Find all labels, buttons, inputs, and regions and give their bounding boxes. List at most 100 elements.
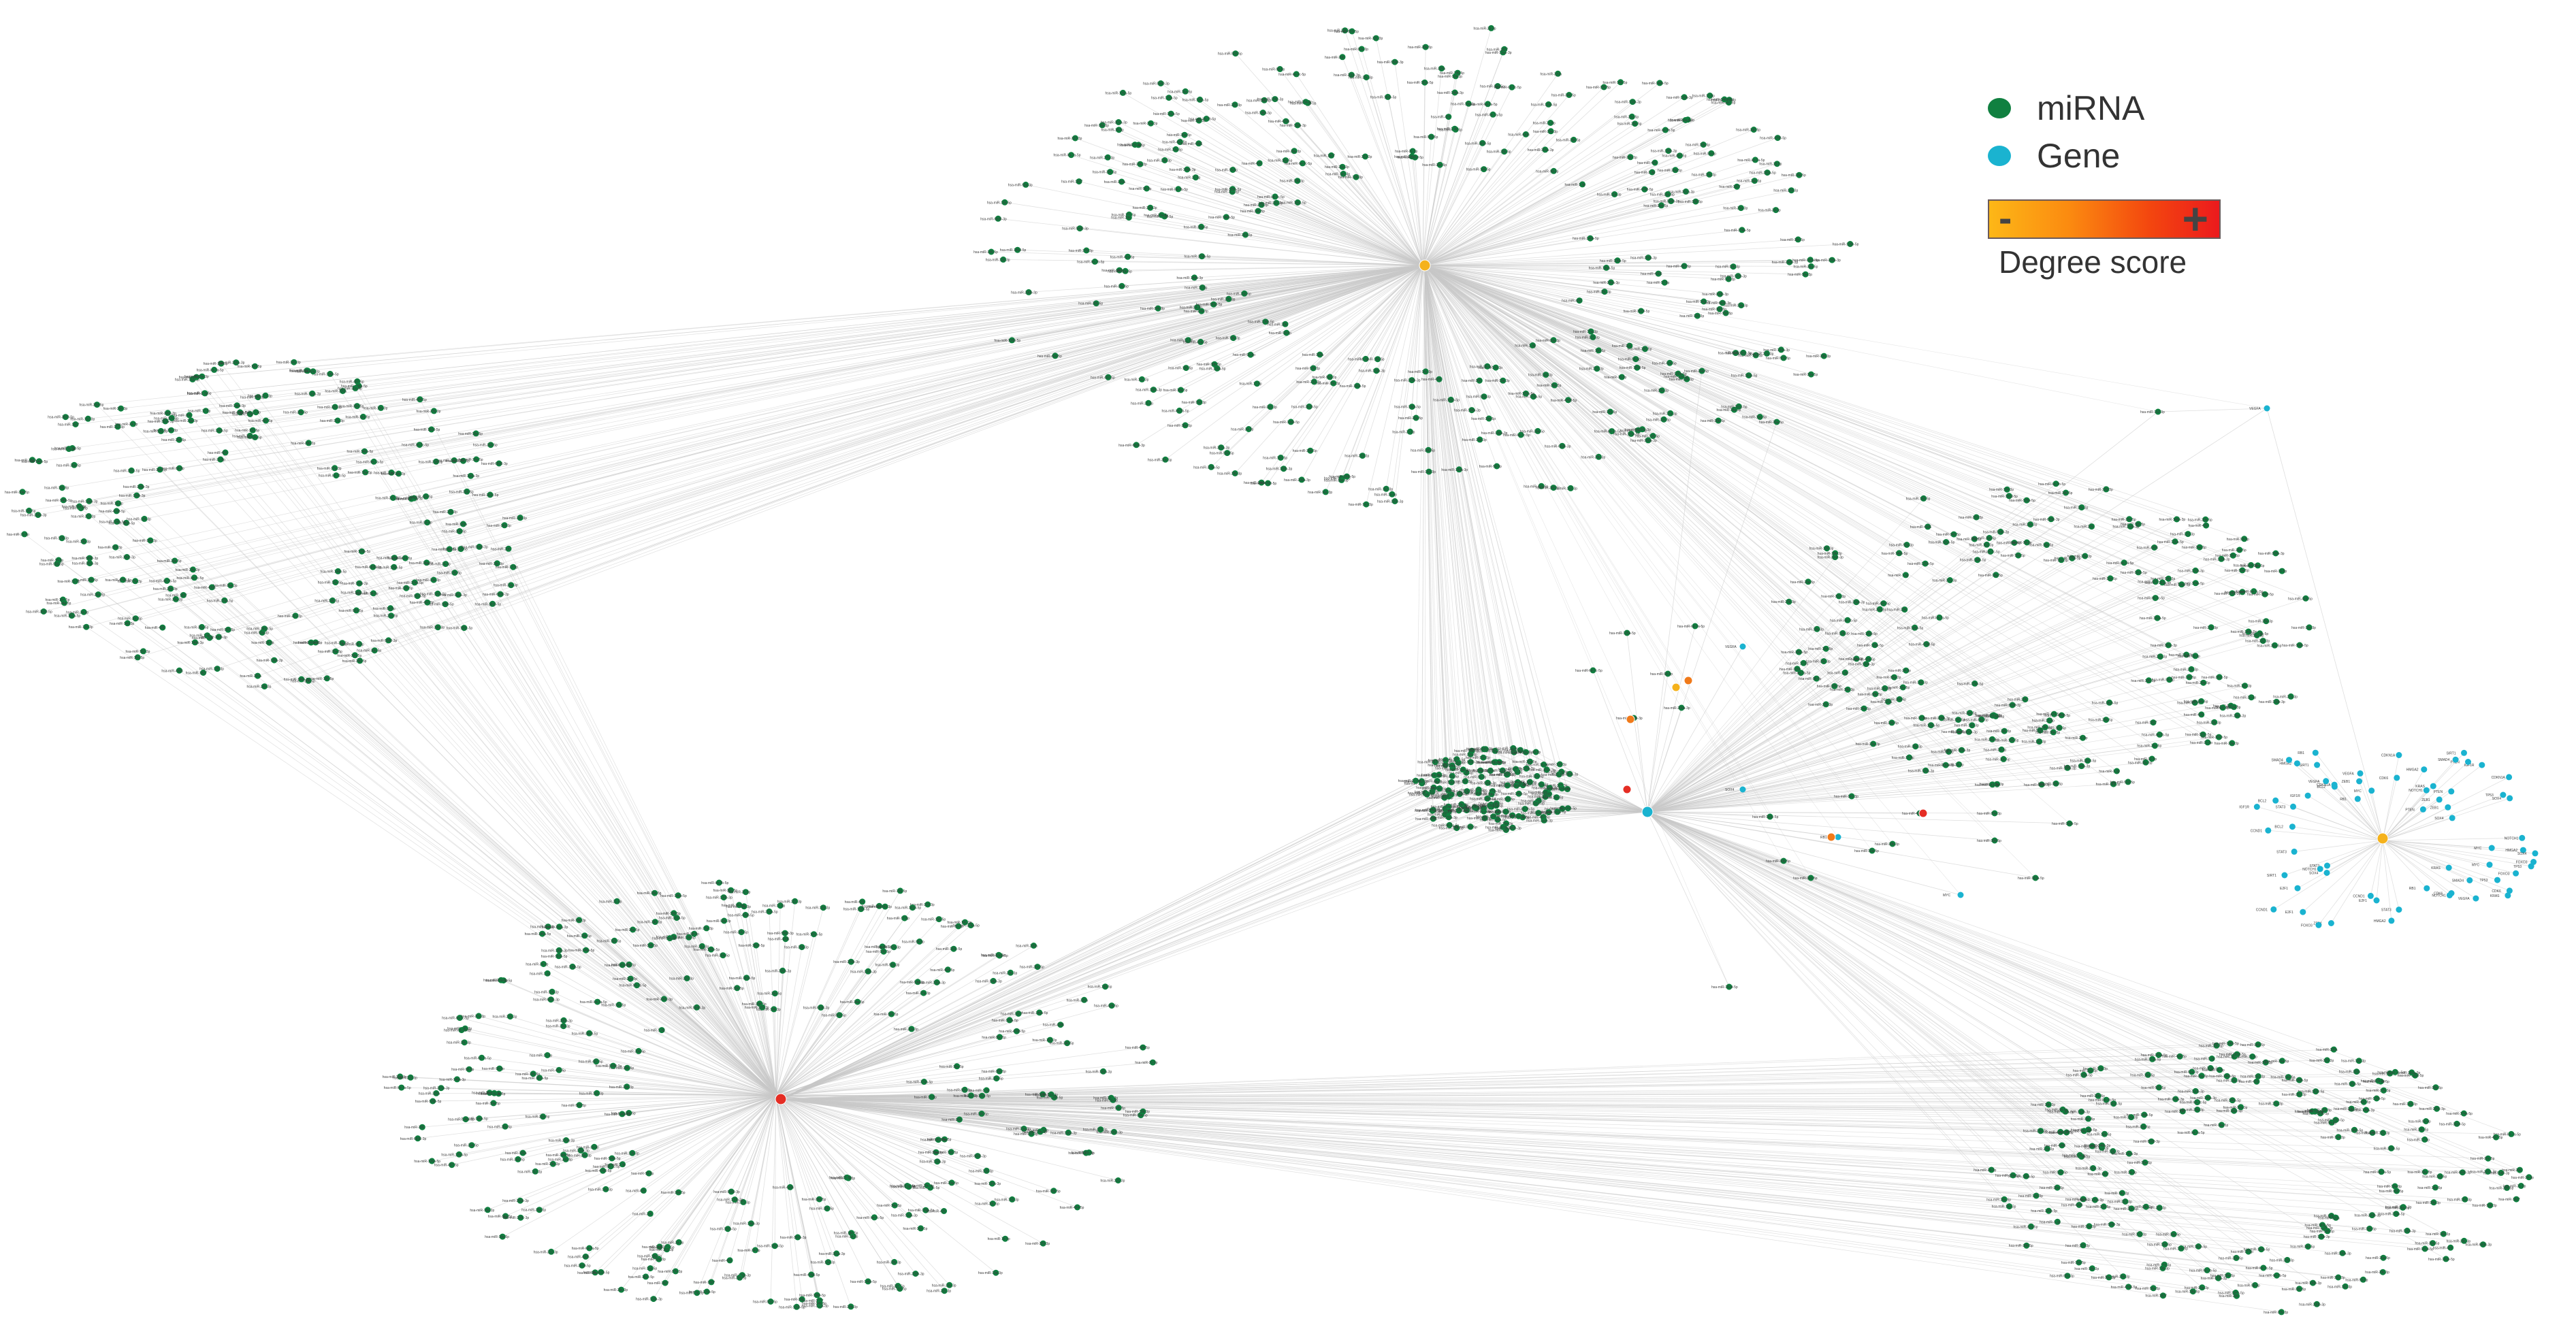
edge	[1365, 265, 1423, 359]
node-label: hsa-miR-301a-3p	[1528, 148, 1554, 152]
edge	[450, 265, 1426, 512]
edge	[1647, 811, 2236, 1293]
hub-node-bottom-left[interactable]	[775, 1093, 787, 1105]
gene-node[interactable]	[2507, 795, 2513, 802]
gene-node[interactable]	[2465, 759, 2471, 765]
gene-node[interactable]	[2357, 770, 2364, 777]
gene-node[interactable]	[2286, 757, 2292, 764]
gene-node[interactable]	[2293, 760, 2300, 767]
gene-node[interactable]	[2506, 774, 2513, 781]
edge	[217, 265, 1426, 669]
gene-node[interactable]	[2294, 885, 2301, 892]
gene-node[interactable]	[2445, 864, 2452, 871]
gene-node[interactable]	[2264, 405, 2270, 412]
gene-node[interactable]	[2452, 756, 2459, 763]
gene-node[interactable]	[2396, 906, 2402, 913]
edge	[775, 972, 1011, 1096]
node-label: hsa-miR-200c-3p	[647, 998, 673, 1002]
gene-node[interactable]	[2270, 906, 2277, 913]
gene-node[interactable]	[2388, 917, 2395, 924]
gene-node[interactable]	[2265, 827, 2272, 834]
gene-node[interactable]	[2445, 804, 2451, 811]
gene-node[interactable]	[2323, 870, 2330, 876]
gene-node[interactable]	[2436, 796, 2443, 803]
gene-node[interactable]	[2289, 823, 2296, 830]
gene-node[interactable]	[2272, 797, 2279, 804]
edge	[422, 1095, 777, 1128]
gene-node[interactable]	[2448, 788, 2455, 795]
gene-node[interactable]	[2421, 766, 2428, 773]
gene-node[interactable]	[2430, 783, 2436, 789]
gene-node[interactable]	[2314, 762, 2321, 768]
gene-node[interactable]	[2354, 796, 2361, 802]
gene-node[interactable]	[2356, 778, 2363, 785]
gene-node[interactable]	[2368, 787, 2375, 794]
gene-node[interactable]	[2466, 877, 2473, 883]
degree-hub-node[interactable]	[1671, 683, 1681, 692]
node-label: hsa-miR-150-5p	[238, 365, 262, 369]
degree-hub-node[interactable]	[1622, 785, 1632, 794]
gene-node[interactable]	[2367, 892, 2374, 899]
hub-node-gene-cluster[interactable]	[2377, 832, 2389, 845]
gene-node[interactable]	[1739, 643, 1746, 650]
node-label: hsa-miR-20a-5p	[1790, 581, 1815, 585]
degree-hub-node[interactable]	[1918, 808, 1928, 818]
edge	[481, 1057, 777, 1096]
gene-node[interactable]	[2519, 834, 2526, 841]
gene-node[interactable]	[2506, 887, 2513, 894]
gene-node[interactable]	[2331, 783, 2338, 790]
gene-node[interactable]	[2304, 792, 2311, 799]
gene-node[interactable]	[2315, 921, 2322, 928]
edge	[1647, 762, 2146, 813]
degree-hub-node[interactable]	[1826, 832, 1836, 842]
gene-node[interactable]	[2479, 762, 2485, 768]
node-label: hsa-miR-98-5p	[356, 592, 379, 596]
degree-hub-node[interactable]	[1684, 676, 1693, 685]
node-label: hsa-miR-let-7a-5p	[580, 1000, 607, 1004]
gene-node[interactable]	[2312, 749, 2319, 756]
edge	[1422, 229, 1742, 266]
gene-node[interactable]	[2473, 895, 2479, 902]
gene-node[interactable]	[2291, 848, 2298, 855]
node-label: hsa-miR-16-5p	[1526, 764, 1549, 768]
node-label: hsa-miR-24-3p	[1974, 1169, 1996, 1173]
gene-node[interactable]	[2317, 866, 2323, 872]
node-label: hsa-miR-92a-3p	[62, 505, 86, 509]
gene-node[interactable]	[1957, 892, 1964, 898]
gene-node[interactable]	[2300, 909, 2306, 915]
gene-node[interactable]	[2449, 815, 2456, 821]
gene-node[interactable]	[2324, 862, 2330, 869]
gene-node[interactable]	[1739, 786, 1746, 793]
gene-node[interactable]	[2448, 890, 2455, 896]
hub-node-top[interactable]	[1419, 259, 1431, 272]
gene-node[interactable]	[2373, 897, 2380, 904]
edge	[1422, 265, 1426, 372]
hub-gene-center[interactable]	[1641, 806, 1654, 818]
gene-node[interactable]	[2394, 774, 2400, 781]
edge	[2293, 806, 2383, 841]
gene-node[interactable]	[2396, 752, 2402, 758]
gene-node[interactable]	[2419, 806, 2426, 813]
gene-node[interactable]	[2486, 862, 2493, 868]
gene-node[interactable]	[2328, 920, 2334, 926]
node-label: hsa-miR-3619-5p	[48, 416, 74, 420]
gene-node[interactable]	[2532, 850, 2539, 857]
node-label: hsa-miR-200b-3p	[1702, 293, 1728, 297]
gene-node[interactable]	[2488, 845, 2495, 851]
gene-node[interactable]	[2253, 804, 2260, 810]
gene-node[interactable]	[2513, 870, 2519, 877]
gene-node[interactable]	[2323, 778, 2330, 785]
gene-node[interactable]	[2281, 872, 2288, 879]
gene-node[interactable]	[2424, 885, 2430, 892]
node-label: SMAD4	[2438, 758, 2449, 762]
gene-node[interactable]	[2461, 749, 2467, 756]
gene-node[interactable]	[2494, 877, 2500, 883]
node-label: hsa-miR-23a-3p	[2114, 1116, 2138, 1120]
gene-node[interactable]	[1835, 834, 1841, 840]
gene-node[interactable]	[2290, 803, 2296, 810]
edge	[775, 1095, 820, 1200]
edge	[388, 640, 782, 1100]
gene-node[interactable]	[2530, 859, 2537, 865]
node-label: hsa-miR-5590-3p	[1983, 530, 2010, 534]
degree-hub-node[interactable]	[1626, 715, 1635, 724]
